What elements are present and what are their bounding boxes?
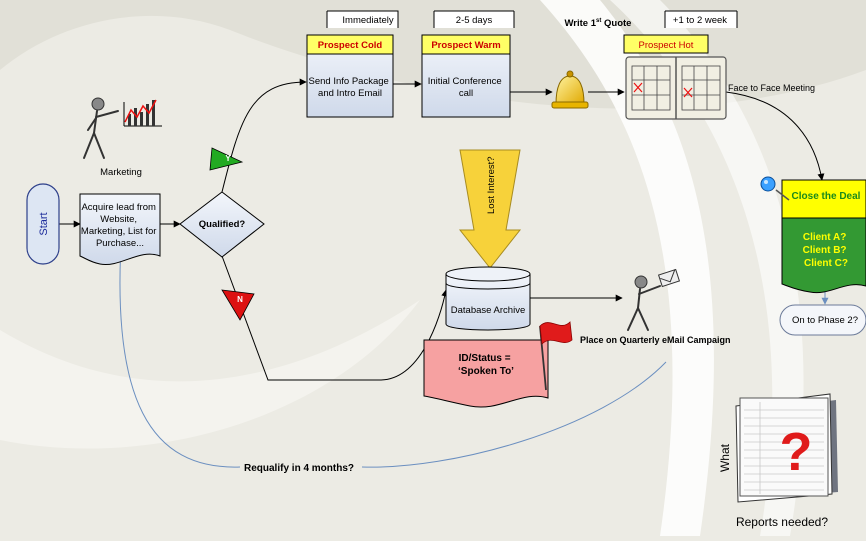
status-line-1: ID/Status = xyxy=(459,353,511,364)
acquire-lead-node: Acquire lead from Website, Marketing, Li… xyxy=(79,193,161,266)
qualified-decision: Qualified? xyxy=(179,191,265,258)
requalify-label: Requalify in 4 months? xyxy=(244,463,354,474)
one-two-week-tab: +1 to 2 week xyxy=(664,10,738,28)
immediately-label: Immediately xyxy=(342,15,393,26)
marketing-label: Marketing xyxy=(100,167,142,178)
prospect-warm-body-1: Initial Conference xyxy=(428,76,502,87)
immediately-tab: Immediately xyxy=(326,10,399,28)
close-deal-label: Close the Deal xyxy=(792,191,861,202)
lost-interest-label: Lost Interest? xyxy=(486,156,497,214)
svg-text:ID/Status = ‘Spoken To’: ID/Status = ‘Spoken To’ xyxy=(458,353,514,377)
question-mark-icon: ? xyxy=(780,422,813,482)
database-label: Database Archive xyxy=(451,305,525,316)
pushpin-icon xyxy=(760,176,790,201)
qualified-label: Qualified? xyxy=(199,219,246,230)
client-a-label: Client A? xyxy=(803,232,847,243)
no-flag: N xyxy=(221,289,255,321)
acquire-line-2: Website, xyxy=(100,214,137,225)
phase2-node: On to Phase 2? xyxy=(779,304,866,336)
yes-flag-label: Y xyxy=(225,154,231,163)
database-archive-node: Database Archive xyxy=(445,266,531,331)
bell-icon xyxy=(551,70,589,109)
status-node: ID/Status = ‘Spoken To’ xyxy=(423,339,549,408)
face-meeting-label: Face to Face Meeting xyxy=(728,83,815,93)
close-deal-node: Close the Deal Client A? Client B? Clien… xyxy=(781,179,866,294)
connectors xyxy=(58,78,825,381)
prospect-cold-body-2: and Intro Email xyxy=(318,88,382,99)
svg-text:Send Info Package and In: Send Info Package and Intro Email xyxy=(309,76,392,99)
lost-interest-arrow: Lost Interest? xyxy=(458,149,522,269)
prospect-cold-title: Prospect Cold xyxy=(318,40,383,51)
start-node: Start xyxy=(26,183,60,265)
svg-text:Client A? Client B?: Client A? Client B? Client C? xyxy=(803,232,850,269)
calendar-icon xyxy=(631,65,721,111)
prospect-hot-node: Prospect Hot xyxy=(623,34,727,120)
report-sheet-icon: ? xyxy=(735,393,838,503)
prospect-cold-body-1: Send Info Package xyxy=(309,76,389,87)
acquire-line-3: Marketing, List for xyxy=(81,226,157,237)
svg-text:Acquire lead from Websit: Acquire lead from Website, Marketing, Li… xyxy=(81,202,159,249)
yes-flag: Y xyxy=(209,147,244,171)
what-label: What xyxy=(718,443,732,472)
no-flag-label: N xyxy=(237,295,243,304)
mail-person-icon xyxy=(627,268,681,331)
growth-chart-icon xyxy=(123,99,162,127)
write-quote-label: Write 1st Quote xyxy=(565,18,632,29)
prospect-cold-node: Prospect Cold Send Info Package and Intr… xyxy=(306,34,394,118)
acquire-line-1: Acquire lead from xyxy=(81,202,156,213)
red-flag-icon xyxy=(539,321,573,391)
svg-text:Initial Conference call: Initial Conference call xyxy=(428,76,505,99)
one-two-week-label: +1 to 2 week xyxy=(673,15,727,26)
acquire-line-4: Purchase... xyxy=(96,238,144,249)
marketing-person-icon xyxy=(83,97,119,159)
marketing-figure: Marketing xyxy=(83,97,162,178)
prospect-warm-title: Prospect Warm xyxy=(431,40,500,51)
campaign-label: Place on Quarterly eMail Campaign xyxy=(580,335,731,345)
client-c-label: Client C? xyxy=(804,258,848,269)
prospect-hot-title: Prospect Hot xyxy=(639,40,694,51)
requalify-line-right xyxy=(361,361,667,468)
two-five-days-tab: 2-5 days xyxy=(433,10,515,28)
phase2-label: On to Phase 2? xyxy=(792,315,858,326)
status-line-2: ‘Spoken To’ xyxy=(458,366,514,377)
client-b-label: Client B? xyxy=(803,245,847,256)
start-label: Start xyxy=(38,212,50,235)
prospect-warm-body-2: call xyxy=(459,88,473,99)
requalify-line-left xyxy=(118,227,241,468)
prospect-warm-node: Prospect Warm Initial Conference call xyxy=(421,34,511,118)
reports-label: Reports needed? xyxy=(736,515,828,529)
two-five-days-label: 2-5 days xyxy=(456,15,493,26)
